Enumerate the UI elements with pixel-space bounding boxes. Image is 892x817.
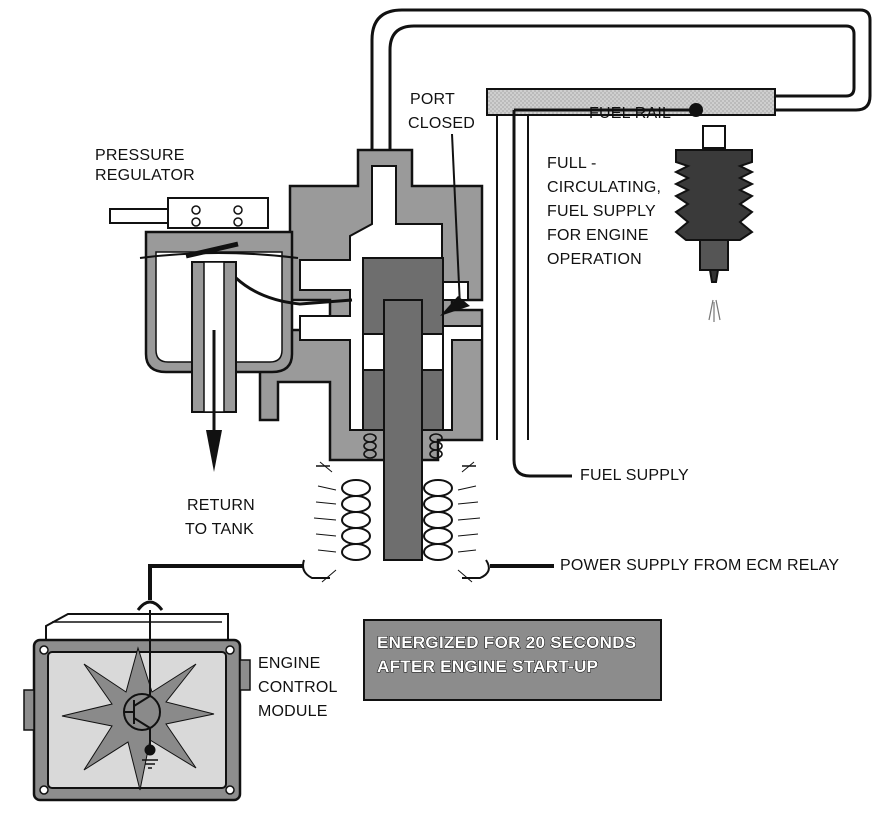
banner-line-2: AFTER ENGINE START-UP [377, 657, 598, 676]
pressure-regulator-label-1: PRESSURE [95, 147, 185, 164]
power-supply-label: POWER SUPPLY FROM ECM RELAY [560, 557, 839, 574]
supply-pipe [496, 110, 572, 478]
return-to-tank-label-2: TO TANK [185, 521, 254, 538]
banner-line-1: ENERGIZED FOR 20 SECONDS [377, 633, 636, 652]
return-to-tank-label-1: RETURN [187, 497, 255, 514]
circulating-label-3: FUEL SUPPLY [547, 203, 656, 220]
return-arrow [206, 330, 222, 472]
top-return-pipe [370, 8, 872, 210]
energized-banner: ENERGIZED FOR 20 SECONDS AFTER ENGINE ST… [363, 619, 662, 701]
port-closed-arrow [440, 133, 470, 316]
port-closed-label-2: CLOSED [408, 115, 475, 132]
circulating-label-5: OPERATION [547, 251, 642, 268]
solenoid-coil [302, 461, 490, 583]
circulating-label-1: FULL - [547, 155, 597, 172]
ecm-label-3: MODULE [258, 703, 328, 720]
fuel-injector [673, 125, 755, 322]
ecm-label-1: ENGINE [258, 655, 321, 672]
ecm-connector [136, 600, 164, 611]
solenoid-valve-body [258, 148, 484, 561]
circulating-label-2: CIRCULATING, [547, 179, 661, 196]
fuel-rail [486, 88, 776, 117]
wiring [148, 564, 554, 600]
port-closed-label-1: PORT [410, 91, 455, 108]
fuel-rail-label: FUEL RAIL [589, 105, 671, 122]
ecm-label-2: CONTROL [258, 679, 338, 696]
circulating-label-4: FOR ENGINE [547, 227, 649, 244]
engine-control-module [23, 610, 251, 802]
pressure-regulator-label-2: REGULATOR [95, 167, 195, 184]
fuel-supply-label: FUEL SUPPLY [580, 467, 689, 484]
